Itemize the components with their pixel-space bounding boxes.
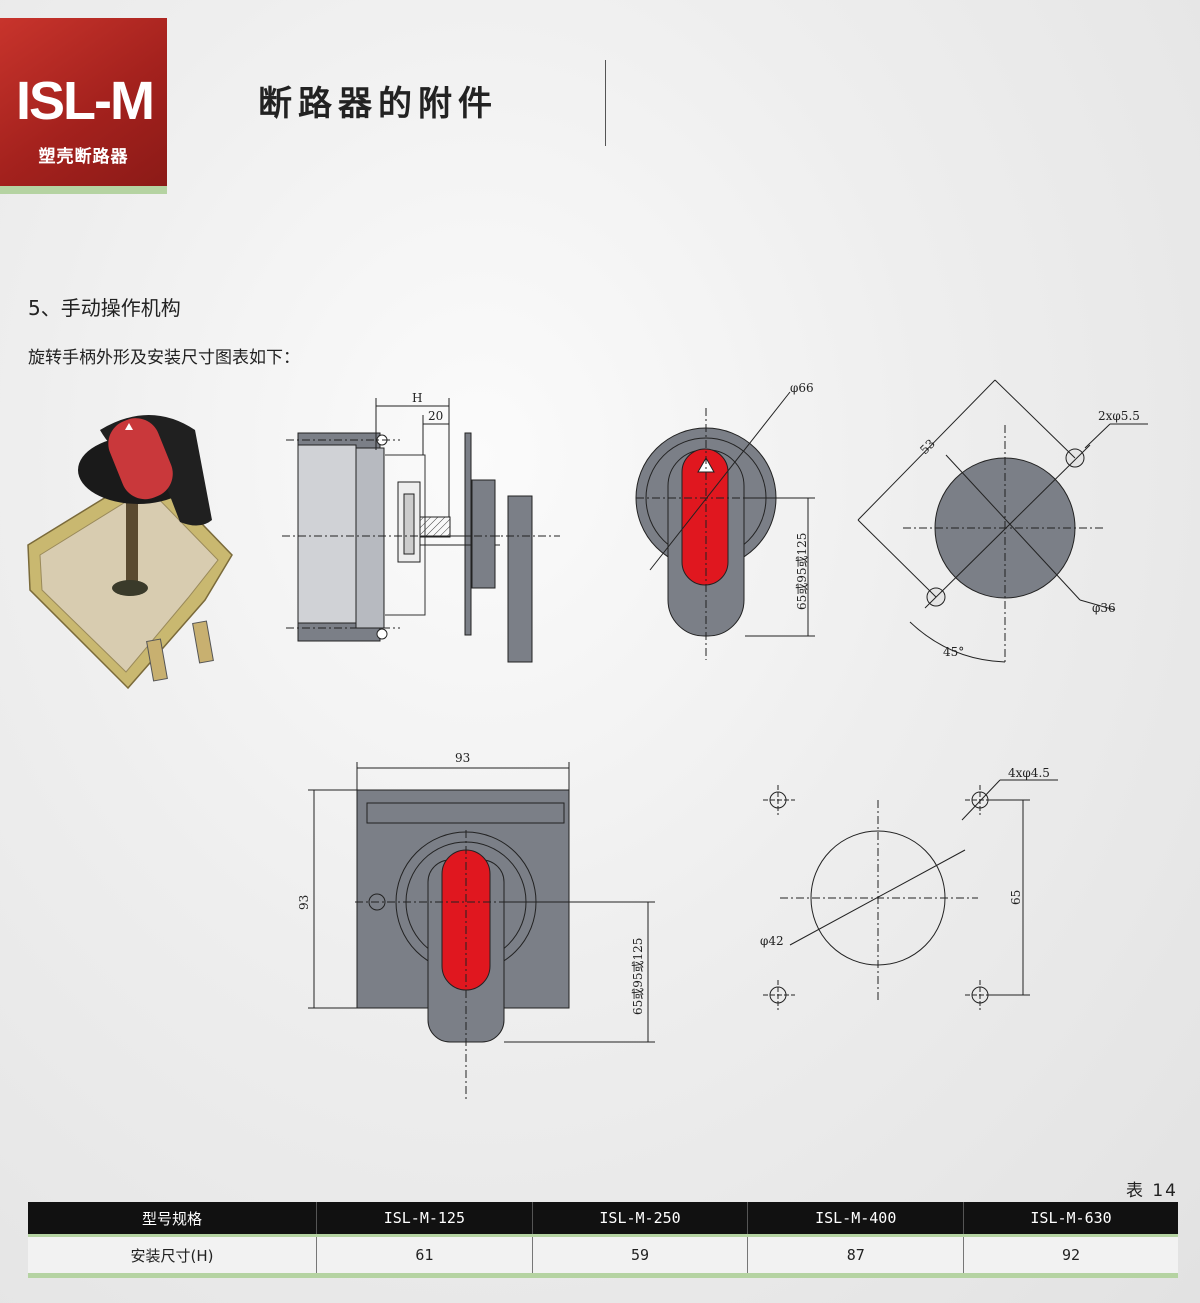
dim-h: H (412, 391, 422, 405)
dim-width-93: 93 (455, 751, 470, 765)
section-description: 旋转手柄外形及安装尺寸图表如下： (28, 348, 300, 368)
section-title: 5、手动操作机构 (28, 296, 181, 320)
header-630: ISL-M-630 (963, 1202, 1178, 1236)
technical-drawings: H 20 φ66 65或95或125 53 2xφ5.5 φ36 45° (27, 379, 1148, 1100)
table-number: 表 14 (1125, 1181, 1178, 1201)
logo-subtitle: 塑壳断路器 (38, 147, 129, 167)
brand-logo: ISL-M 塑壳断路器 (0, 18, 167, 194)
logo-text: ISL-M (16, 71, 155, 131)
spec-table: 型号规格 ISL-M-125 ISL-M-250 ISL-M-400 ISL-M… (28, 1202, 1178, 1278)
row-label: 安装尺寸(H) (28, 1234, 317, 1278)
title-divider (605, 60, 606, 146)
cutout-drawing-square (763, 779, 1058, 1010)
value-125: 61 (316, 1234, 533, 1278)
dim-45deg: 45° (943, 645, 964, 659)
dim-phi66: φ66 (790, 381, 814, 395)
dim-phi42: φ42 (760, 934, 784, 948)
value-400: 87 (747, 1234, 964, 1278)
cutout-drawing-round (857, 379, 1148, 665)
dim-53: 53 (917, 436, 938, 457)
dim-65-95-125-bottom: 65或95或125 (631, 938, 645, 1015)
dim-65-95-125-top: 65或95或125 (795, 533, 809, 610)
handle-photo (27, 415, 233, 690)
dim-height-93: 93 (297, 895, 311, 910)
dim-65: 65 (1009, 890, 1023, 905)
dim-2x-phi55: 2xφ5.5 (1098, 409, 1140, 423)
table-header-row: 型号规格 ISL-M-125 ISL-M-250 ISL-M-400 ISL-M… (28, 1202, 1178, 1236)
side-view-drawing (282, 398, 560, 663)
header-400: ISL-M-400 (747, 1202, 964, 1236)
handle-front-drawing (635, 391, 815, 660)
header-250: ISL-M-250 (531, 1202, 748, 1236)
dim-20: 20 (428, 409, 443, 423)
value-630: 92 (963, 1234, 1178, 1278)
dim-4x-phi45: 4xφ4.5 (1008, 766, 1050, 780)
page-title: 断路器的附件 (258, 84, 498, 124)
square-handle-drawing (308, 762, 655, 1100)
dim-phi36: φ36 (1092, 601, 1116, 615)
table-row: 安装尺寸(H) 61 59 87 92 (28, 1234, 1178, 1278)
value-250: 59 (531, 1234, 748, 1278)
header-model: 型号规格 (28, 1202, 317, 1236)
header-125: ISL-M-125 (316, 1202, 533, 1236)
